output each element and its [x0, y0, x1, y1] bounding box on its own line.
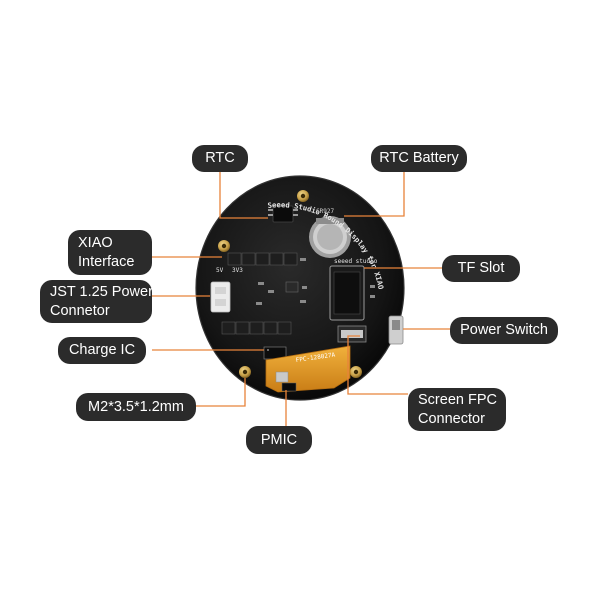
leader-rtc: [219, 171, 268, 219]
fpc-ribbon: FPC-128027A: [265, 345, 351, 393]
fpc-connector: [337, 325, 367, 343]
callout-m2-text: M2*3.5*1.2mm: [88, 398, 184, 415]
jst-connector: [210, 281, 231, 313]
pin-3v3-label: 3V3: [232, 267, 243, 274]
callout-jst-line2: Connetor: [50, 302, 110, 319]
pmic-chip: [281, 382, 297, 392]
callout-fpc-line1: Screen FPC: [418, 391, 497, 408]
leader-rtc-battery: [344, 171, 405, 217]
callout-charge-ic: Charge IC: [58, 337, 146, 364]
callout-rtc-text: RTC: [205, 150, 235, 166]
callout-power-switch: Power Switch: [450, 317, 558, 344]
tf-slot: seeed studio: [329, 258, 378, 321]
leader-lines: [152, 171, 450, 426]
callout-tf-slot: TF Slot: [442, 255, 520, 282]
callout-jst-line1: JST 1.25 Power: [50, 283, 153, 300]
callout-jst-connector: JST 1.25 Power Connetor: [40, 280, 153, 323]
callout-pmic: PMIC: [246, 426, 312, 454]
callout-pmic-text: PMIC: [260, 431, 298, 448]
pin-5v-label: 5V: [216, 267, 224, 274]
rtc-battery-holder: CR927: [309, 208, 351, 258]
leader-fpc: [347, 335, 408, 395]
mounting-holes: [218, 190, 362, 378]
callout-xiao-line2: Interface: [78, 253, 135, 270]
leader-m2: [196, 378, 246, 407]
callout-fpc-line2: Connector: [418, 410, 485, 427]
callout-power-switch-text: Power Switch: [460, 322, 548, 338]
callout-xiao-interface: XIAO Interface: [68, 230, 152, 275]
pcb-board: [195, 175, 405, 401]
cr927-label: CR927: [316, 208, 334, 215]
rtc-chip: [268, 205, 298, 223]
callout-rtc-battery-text: RTC Battery: [379, 150, 459, 166]
callout-tf-slot-text: TF Slot: [457, 260, 505, 276]
seeed-silkscreen: seeed studio: [334, 258, 378, 265]
callout-charge-ic-text: Charge IC: [68, 342, 136, 358]
callout-screen-fpc: Screen FPC Connector: [408, 388, 506, 431]
callout-xiao-line1: XIAO: [78, 234, 113, 251]
callout-rtc: RTC: [192, 145, 248, 172]
xiao-header-top: [227, 252, 298, 266]
xiao-header-bottom: [221, 321, 292, 335]
callout-rtc-battery: RTC Battery: [371, 145, 467, 172]
callout-m2-screw: M2*3.5*1.2mm: [76, 393, 196, 421]
power-switch: [388, 315, 404, 345]
smd-components: [256, 258, 375, 305]
